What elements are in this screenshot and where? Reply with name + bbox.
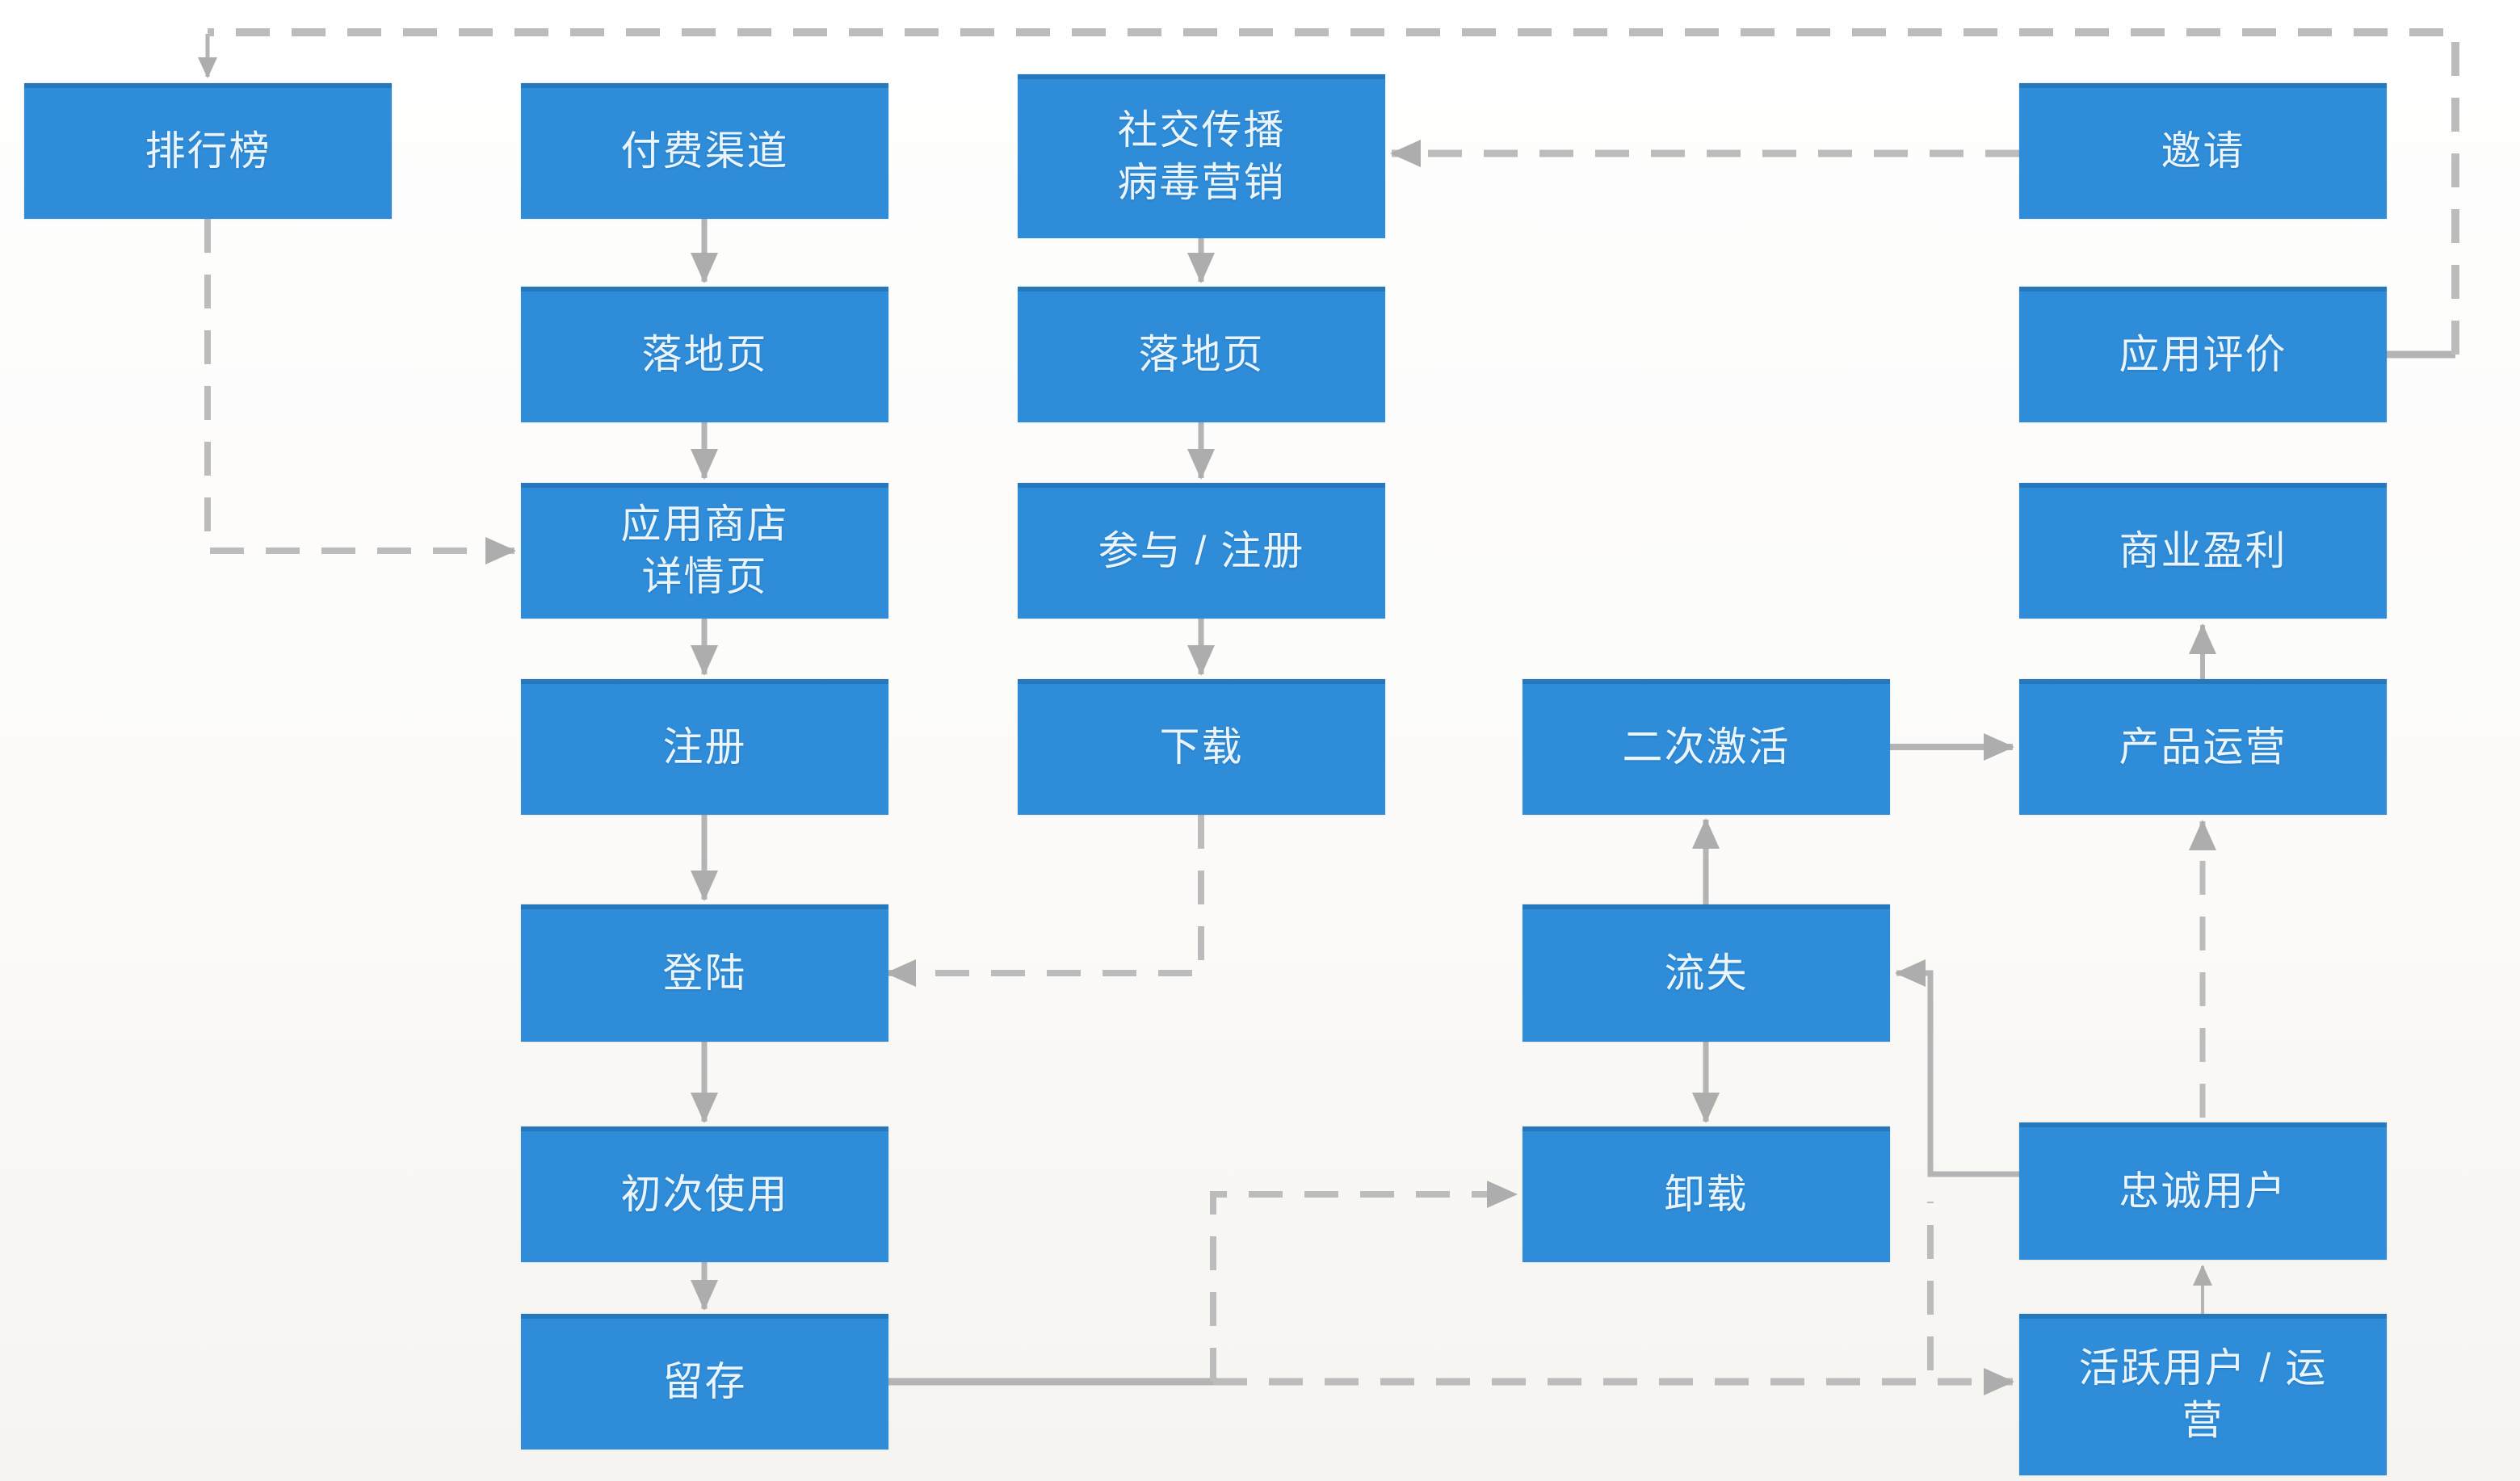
node-landing-page-social: 落地页: [1018, 287, 1385, 422]
node-monetization: 商业盈利: [2019, 483, 2387, 619]
node-app-store-detail: 应用商店详情页: [521, 483, 888, 619]
node-loyal-users: 忠诚用户: [2019, 1122, 2387, 1260]
node-landing-page-paid: 落地页: [521, 287, 888, 422]
node-register: 注册: [521, 679, 888, 815]
node-label: 留存: [662, 1358, 747, 1404]
node-label: 应用评价: [2119, 331, 2287, 377]
node-label: 流失: [1664, 950, 1749, 996]
edge-group: [198, 28, 2459, 1395]
node-invite: 邀请: [2019, 83, 2387, 219]
node-label: 社交传播: [1117, 107, 1286, 153]
node-label: 邀请: [2161, 128, 2245, 174]
node-label: 参与 / 注册: [1098, 527, 1305, 573]
edge-download-to-login: [885, 815, 1204, 987]
node-churn: 流失: [1522, 904, 1890, 1042]
node-label: 应用商店: [620, 501, 789, 547]
node-label: 详情页: [641, 554, 768, 599]
node-label: 二次激活: [1622, 724, 1791, 770]
node-label: 下载: [1159, 724, 1244, 770]
node-first-use: 初次使用: [521, 1126, 888, 1262]
node-social-viral: 社交传播病毒营销: [1018, 74, 1385, 238]
node-label: 落地页: [641, 331, 768, 377]
node-label: 注册: [662, 724, 747, 770]
node-label: 病毒营销: [1117, 159, 1286, 205]
node-label: 落地页: [1138, 331, 1265, 377]
node-retention: 留存: [521, 1314, 888, 1450]
node-uninstall: 卸载: [1522, 1126, 1890, 1262]
node-label: 产品运营: [2119, 724, 2287, 770]
node-label: 活跃用户 / 运: [2078, 1345, 2328, 1391]
node-app-review: 应用评价: [2019, 287, 2387, 422]
node-label: 营: [2182, 1398, 2224, 1443]
node-active-users-operation: 活跃用户 / 运营: [2019, 1314, 2387, 1475]
edge-loyal-to-churn: [1895, 959, 2019, 1177]
node-label: 卸载: [1664, 1171, 1749, 1217]
node-reactivation: 二次激活: [1522, 679, 1890, 815]
node-download: 下载: [1018, 679, 1385, 815]
edge-leaderboard-to-appstore: [204, 219, 516, 564]
node-label: 登陆: [662, 950, 747, 996]
node-label: 商业盈利: [2119, 527, 2287, 573]
node-login: 登陆: [521, 904, 888, 1042]
edge-retention-to-uninstall: [1210, 1181, 1518, 1382]
node-label: 忠诚用户: [2119, 1168, 2287, 1214]
node-label: 付费渠道: [620, 128, 789, 174]
node-join-register: 参与 / 注册: [1018, 483, 1385, 619]
node-label: 初次使用: [620, 1171, 789, 1217]
node-paid-channel: 付费渠道: [521, 83, 888, 219]
node-product-operation: 产品运营: [2019, 679, 2387, 815]
node-label: 排行榜: [145, 128, 271, 174]
node-leaderboard: 排行榜: [24, 83, 392, 219]
